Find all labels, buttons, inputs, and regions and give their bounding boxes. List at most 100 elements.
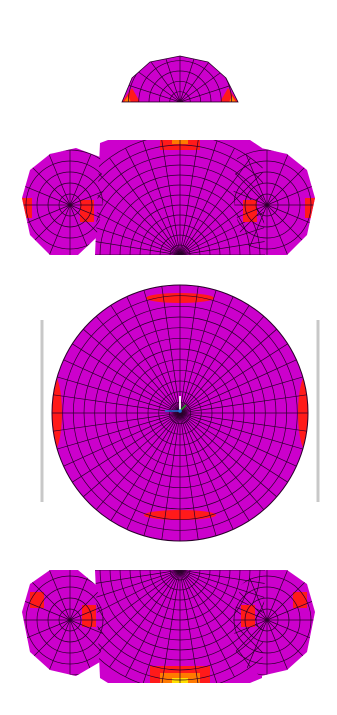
upper-dome-mesh-spoke (179, 200, 265, 255)
upper-left-mesh-spoke (69, 204, 104, 227)
disk-mesh-spoke (126, 296, 181, 414)
lower-right-mesh-spoke (266, 598, 315, 621)
upper-right-mesh-spoke (245, 154, 268, 206)
disk-mesh-spoke (63, 412, 181, 467)
lower-left-mesh-spoke (69, 619, 92, 671)
lower-left-mesh-spoke (69, 598, 104, 621)
disk-mesh-spoke (179, 290, 217, 414)
upper-left-mesh-spoke (22, 204, 71, 227)
lower-left-mesh-spoke (22, 598, 71, 621)
disk-mesh-spoke (126, 412, 181, 530)
upper-left-hotspot (80, 200, 94, 222)
disk-mesh-spoke (179, 305, 250, 414)
lower-dome-mesh-spoke (179, 570, 265, 571)
lower-dome-mesh (95, 570, 265, 683)
disk-mesh-spoke (110, 305, 181, 414)
upper-right-mesh (233, 149, 315, 255)
disk-mesh-spoke (95, 316, 181, 414)
disk-mesh-spoke (95, 412, 181, 510)
lower-dome-mesh-spoke (179, 570, 265, 656)
upper-left-mesh-spoke (30, 204, 71, 245)
lower-dome-mesh-spoke (95, 570, 181, 641)
disk-mesh-spoke (179, 376, 303, 414)
lower-dome-mesh-spoke (179, 570, 265, 625)
disk-hotspot-left (52, 373, 62, 453)
disk-mesh-spoke (53, 412, 181, 432)
lower-dome-mesh-spoke (95, 570, 181, 625)
upper-dome-mesh (95, 140, 265, 255)
disk-mesh-spoke (179, 412, 277, 498)
upper-right-mesh-spoke (266, 204, 307, 245)
disk-mesh-spoke (57, 412, 181, 450)
lower-dome-mesh-spoke (125, 570, 181, 678)
lower-dome-mesh-spoke (179, 570, 265, 608)
upper-left-mesh (22, 149, 104, 255)
upper-dome-mesh-spoke (95, 184, 181, 255)
disk-mesh-spoke (179, 412, 234, 530)
upper-left-mesh-spoke (22, 183, 71, 206)
disk-mesh-spoke (179, 296, 234, 414)
top-cap-mesh-spoke (129, 101, 181, 102)
top-cap-mesh-spoke (179, 82, 238, 102)
lower-dome-mesh-spoke (179, 570, 251, 668)
upper-right-mesh-spoke (266, 165, 307, 206)
upper-dome-mesh-spoke (95, 169, 181, 255)
upper-right-mesh-spoke (233, 204, 268, 227)
disk-hotspot-right (298, 373, 308, 453)
disk-mesh-spoke (179, 359, 297, 414)
lower-dome-mesh-spoke (95, 570, 181, 608)
top-cap-mesh-spoke (160, 56, 181, 102)
lower-dome-mesh-spoke (95, 570, 181, 590)
disk-mesh-spoke (179, 316, 265, 414)
lower-left-mesh-spoke (69, 619, 104, 642)
upper-left-mesh-spoke (69, 183, 104, 206)
lower-right-mesh-spoke (233, 598, 268, 621)
upper-dome-assembly (22, 140, 315, 255)
disk-mesh-spoke (83, 328, 181, 414)
disk-mesh-spoke (53, 394, 181, 414)
upper-left-mesh-spoke (69, 154, 92, 206)
lower-left-hotspot (30, 592, 44, 608)
lower-dome-mesh-spoke (95, 570, 181, 571)
lower-right-mesh-spoke (266, 570, 289, 621)
top-cap-mesh-spoke (179, 101, 231, 102)
lower-right-mesh-spoke (233, 619, 268, 642)
lower-left-mesh-spoke (22, 619, 71, 642)
disk-mesh-spoke (179, 286, 199, 414)
upper-dome-mesh-spoke (95, 235, 181, 255)
upper-left-mesh-spoke (30, 165, 71, 206)
lower-dome-mesh-spoke (95, 570, 181, 656)
lower-left-mesh-spoke (48, 619, 71, 671)
disk-mesh-spoke (179, 412, 265, 510)
main-disk (51, 284, 309, 542)
top-cap-mesh-spoke (179, 56, 200, 102)
disk-mesh-spoke (179, 412, 297, 467)
lower-dome-mesh-spoke (179, 570, 265, 641)
upper-dome-mesh-spoke (179, 184, 265, 255)
upper-dome-mesh-spoke (179, 147, 235, 255)
upper-dome-mesh-spoke (95, 217, 181, 255)
upper-right-mesh-spoke (266, 183, 315, 206)
lower-left-mesh-spoke (48, 570, 71, 621)
upper-dome-mesh-spoke (95, 200, 181, 255)
disk-mesh (52, 285, 308, 541)
disk-mesh-spoke (161, 412, 181, 540)
upper-dome-mesh-spoke (179, 140, 200, 255)
disk-mesh-spoke (179, 412, 307, 432)
disk-mesh-spoke (179, 412, 288, 483)
upper-dome-mesh-spoke (179, 235, 265, 255)
upper-dome-mesh-spoke (125, 147, 181, 255)
lower-dome-assembly (22, 570, 315, 683)
upper-right-mesh-spoke (233, 183, 268, 206)
upper-left-mesh-spoke (48, 154, 71, 206)
upper-right-mesh-spoke (266, 204, 315, 227)
lower-dome-mesh-spoke (179, 570, 235, 678)
disk-mesh-spoke (179, 394, 307, 414)
upper-dome-mesh-spoke (142, 140, 181, 255)
lower-dome-mesh-spoke (179, 570, 218, 683)
lower-right-hotspot (293, 592, 307, 608)
disk-mesh-spoke (179, 412, 217, 536)
upper-dome-mesh-spoke (179, 140, 218, 255)
lower-dome-mesh-spoke (160, 570, 181, 683)
